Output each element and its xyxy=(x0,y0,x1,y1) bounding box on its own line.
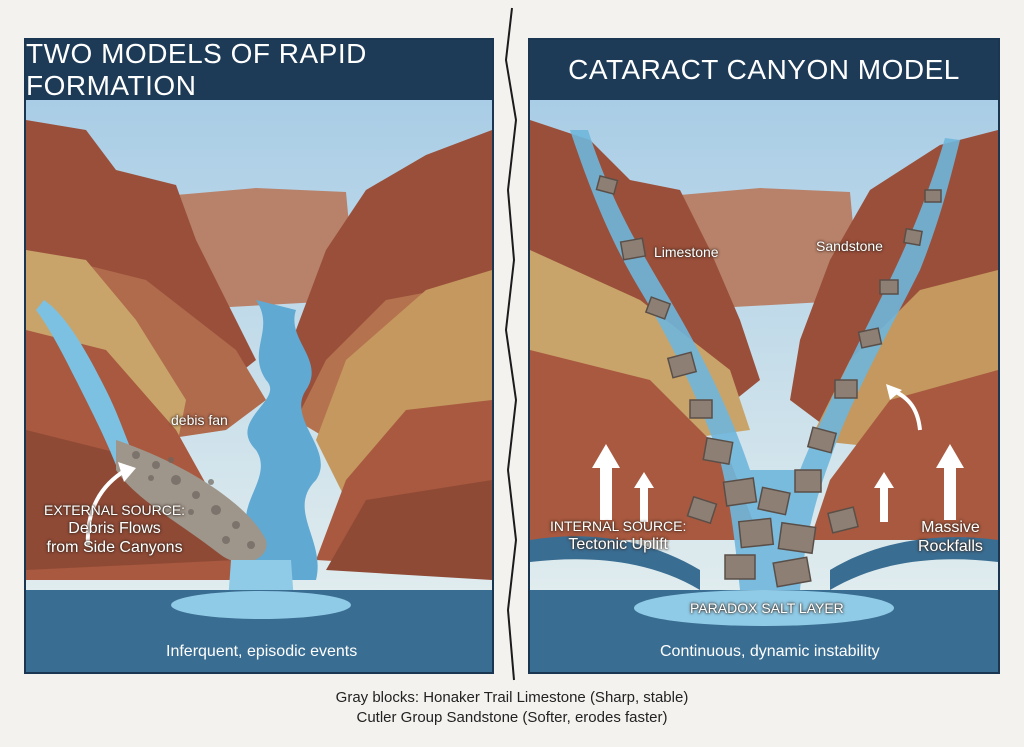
external-source-line1: EXTERNAL SOURCE: xyxy=(44,502,186,518)
internal-source-label: INTERNAL SOURCE: Tectonic Uplift xyxy=(550,518,686,554)
external-arrow xyxy=(85,468,128,546)
external-source-line2: Debris Flows xyxy=(68,520,161,537)
left-panel-title: TWO MODELS OF RAPID FORMATION xyxy=(26,40,492,101)
right-panel: CATARACT CANYON MODEL xyxy=(528,38,1000,674)
rockfall-line1: Massive xyxy=(921,519,980,536)
left-canyon-illustration xyxy=(26,100,492,672)
rockfall-line2: Rockfalls xyxy=(918,538,983,555)
sandstone-label: Sandstone xyxy=(816,238,883,254)
limestone-label: Limestone xyxy=(654,244,719,260)
external-source-label: EXTERNAL SOURCE: Debris Flows from Side … xyxy=(44,502,185,557)
caption-line1: Gray blocks: Honaker Trail Limestone (Sh… xyxy=(335,689,689,706)
debris-fan xyxy=(116,440,267,563)
right-panel-title: CATARACT CANYON MODEL xyxy=(530,40,998,100)
left-panel: TWO MODELS OF RAPID FORMATION xyxy=(24,38,494,674)
debris-fan-label: debis fan xyxy=(171,412,228,428)
caption-line2: Cutler Group Sandstone (Softer, erodes f… xyxy=(356,709,668,726)
right-footer: Continuous, dynamic instability xyxy=(660,643,880,660)
left-footer: Inferquent, episodic events xyxy=(166,643,358,660)
rockfall-label: Massive Rockfalls xyxy=(918,518,983,556)
right-canyon-illustration xyxy=(530,100,998,672)
internal-source-line1: INTERNAL SOURCE: xyxy=(550,518,687,534)
uplift-arrows xyxy=(592,444,964,522)
panel-divider xyxy=(504,7,518,681)
internal-source-line2: Tectonic Uplift xyxy=(568,536,668,553)
external-source-line3: from Side Canyons xyxy=(46,539,183,556)
salt-layer-label: PARADOX SALT LAYER xyxy=(690,600,844,616)
